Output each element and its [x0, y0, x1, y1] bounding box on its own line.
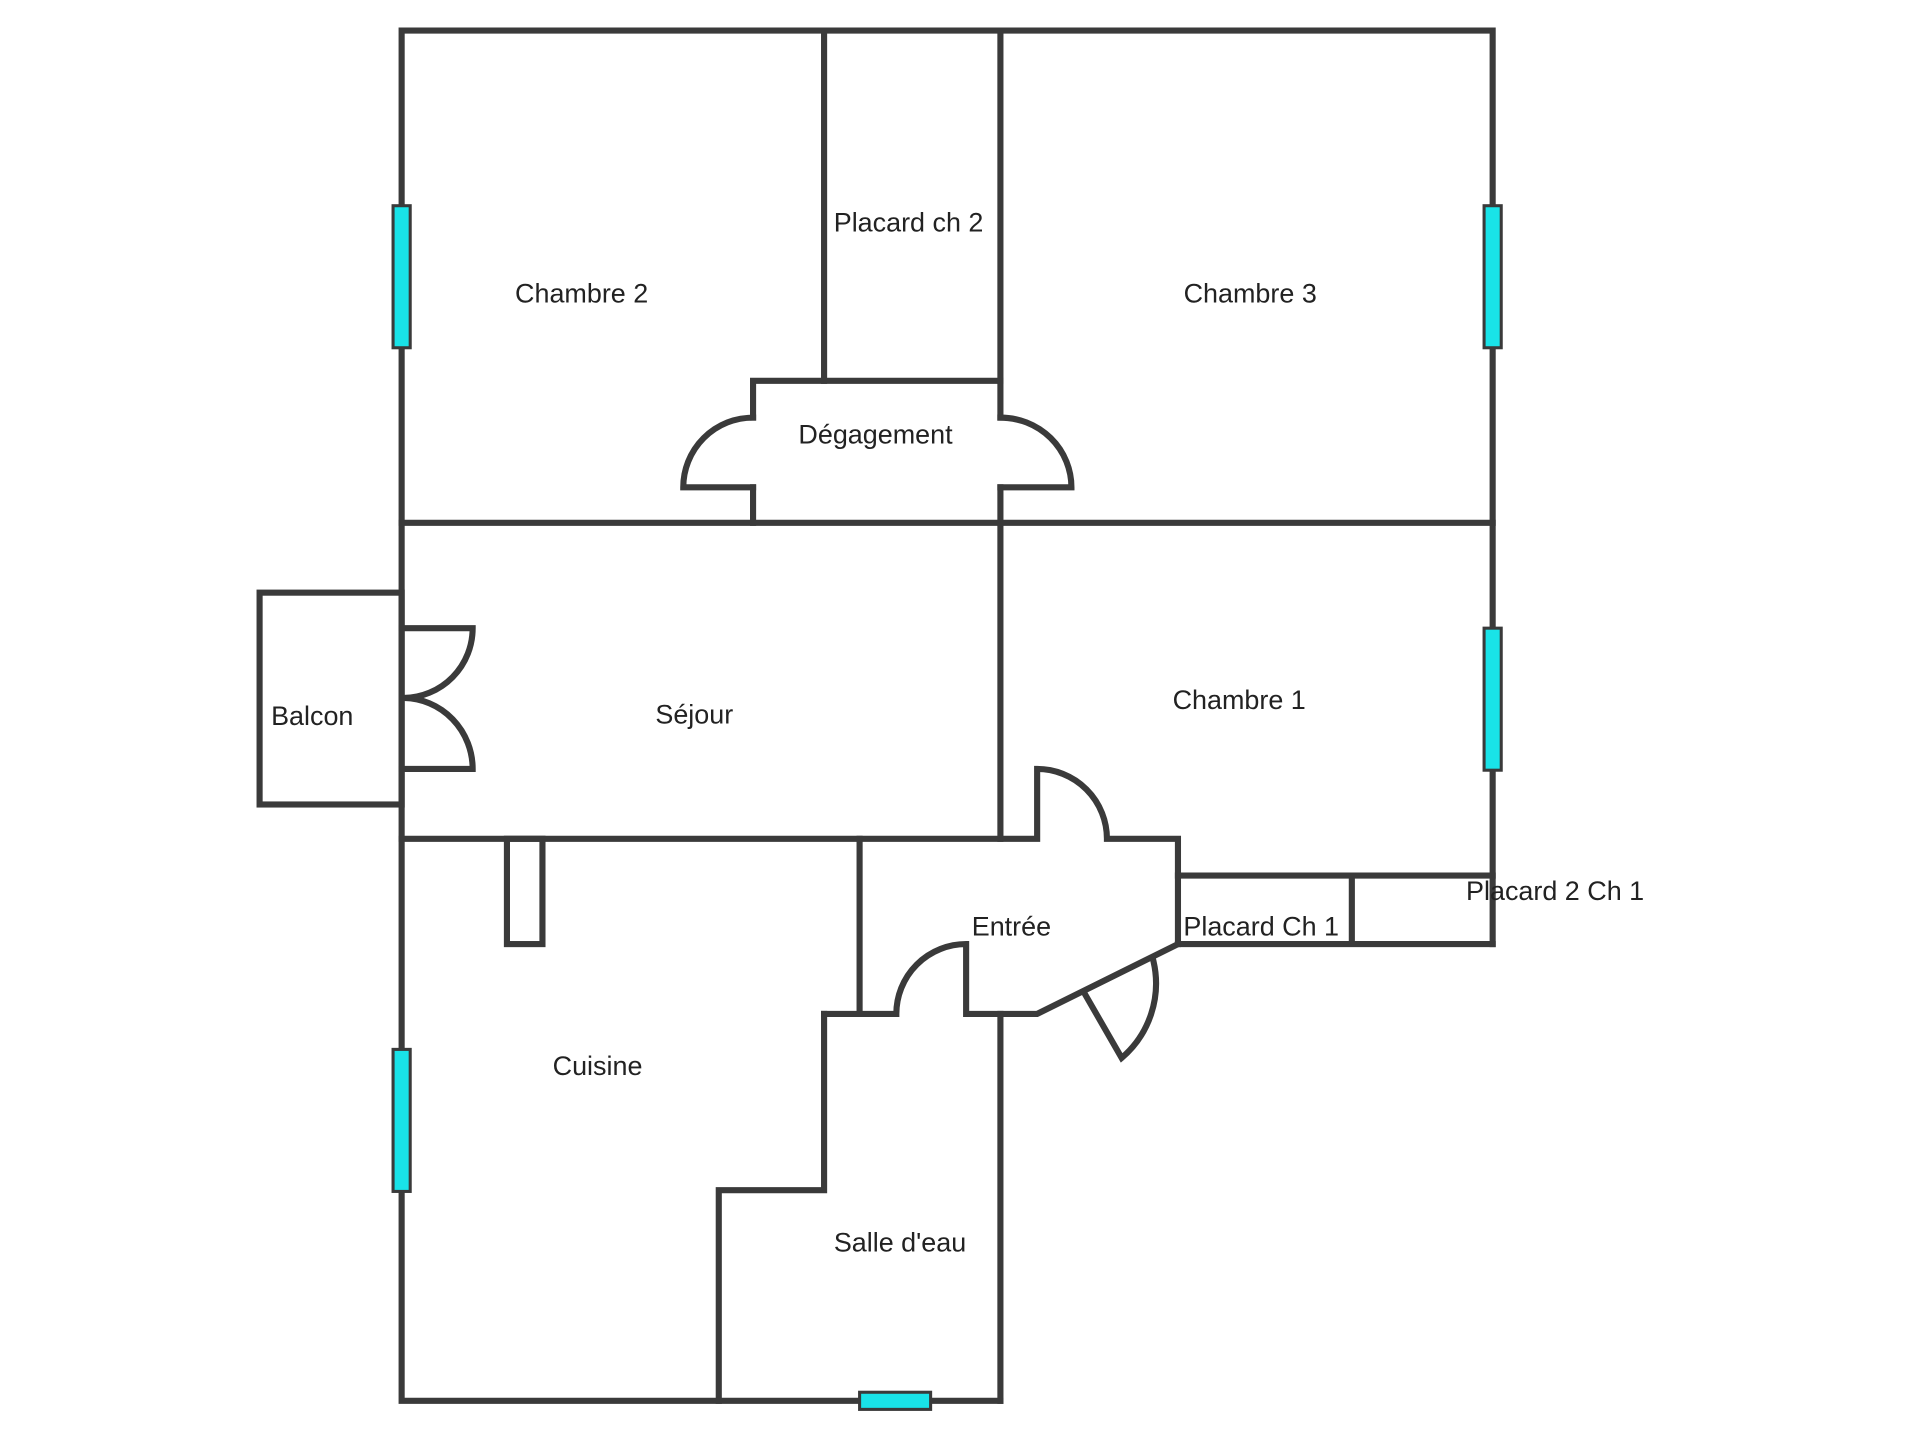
door-balcon — [398, 625, 476, 773]
window-chambre1 — [1482, 626, 1503, 772]
label-degagement: Dégagement — [798, 419, 953, 449]
label-placard2-ch1: Placard 2 Ch 1 — [1466, 876, 1644, 906]
wall-degagement — [750, 377, 1004, 526]
label-chambre3: Chambre 3 — [1184, 278, 1317, 308]
label-cuisine: Cuisine — [553, 1051, 643, 1081]
window-chambre3 — [1482, 204, 1503, 350]
wall-salle-deau — [715, 1010, 1004, 1404]
wall-sejour-bottom — [398, 765, 1182, 948]
chimney — [503, 835, 546, 948]
window-chambre2 — [391, 204, 412, 350]
walls — [256, 27, 1496, 1404]
label-sejour: Séjour — [655, 700, 733, 730]
label-placard-ch2: Placard ch 2 — [834, 207, 984, 237]
room-labels: Chambre 2 Placard ch 2 Chambre 3 Dégagem… — [271, 207, 1644, 1257]
label-chambre2: Chambre 2 — [515, 278, 648, 308]
door-degagement-right — [997, 414, 1075, 491]
window-salle-deau — [858, 1390, 933, 1411]
placards-ch1 — [1174, 872, 1496, 948]
entry-door — [1079, 957, 1160, 1063]
door-degagement-left — [680, 414, 757, 491]
windows — [391, 204, 1503, 1411]
label-placard-ch1: Placard Ch 1 — [1183, 912, 1339, 942]
label-chambre1: Chambre 1 — [1173, 685, 1306, 715]
label-salle-deau: Salle d'eau — [834, 1227, 966, 1257]
window-cuisine — [391, 1047, 412, 1193]
label-entree: Entrée — [972, 912, 1051, 942]
balcon-outline — [256, 589, 405, 808]
label-balcon: Balcon — [271, 701, 353, 731]
wall-chambre2-placard — [821, 27, 1004, 384]
wall-entree — [821, 835, 1183, 1017]
wall-middle — [398, 519, 1496, 842]
